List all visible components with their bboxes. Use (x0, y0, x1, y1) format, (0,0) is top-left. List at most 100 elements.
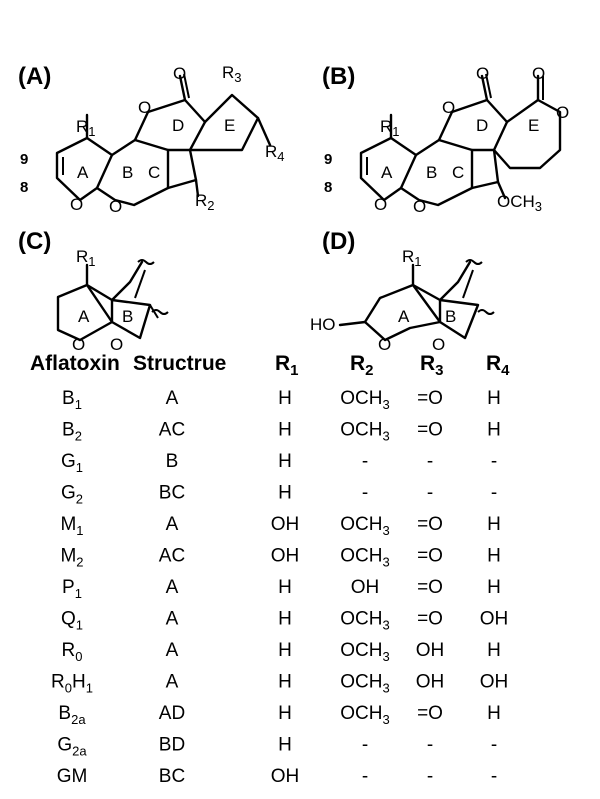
cell-aflatoxin-name: B1 (62, 388, 82, 412)
cell-r4: OH (480, 672, 509, 693)
panel-label-b: (B) (322, 63, 355, 90)
ring-label-e: E (528, 116, 539, 135)
cell-r4: H (487, 640, 501, 661)
cell-aflatoxin-name: R0H1 (51, 672, 93, 696)
cell-r3: - (427, 735, 433, 756)
cell-structure: A (166, 609, 179, 630)
bond-to-ring-c (110, 260, 144, 302)
cell-aflatoxin-name: M1 (60, 514, 83, 538)
carbonyl-bond (480, 74, 489, 102)
cell-r1: H (278, 388, 292, 409)
ring-label-a: A (78, 307, 90, 326)
cell-aflatoxin-name: B2 (62, 420, 82, 444)
oxygen-label: O (109, 197, 122, 216)
cell-r3: OH (416, 640, 445, 661)
oxygen-label: O (70, 195, 83, 214)
bond-to-ring-c (438, 260, 472, 302)
cell-r1: OH (271, 766, 300, 787)
oxygen-label: O (432, 335, 445, 354)
oxygen-label: O (532, 64, 545, 83)
cell-structure: BC (159, 766, 185, 787)
ring-c-right (470, 148, 500, 190)
oxygen-label: O (413, 197, 426, 216)
header-r2: R2 (350, 352, 374, 379)
cell-r1: H (278, 451, 292, 472)
header-r4: R4 (486, 352, 510, 379)
cell-r2: OCH3 (340, 640, 389, 664)
cell-r3: - (427, 766, 433, 787)
panel-label-d: (D) (322, 228, 355, 255)
r2-label: R2 (195, 191, 215, 213)
ring-label-c: C (148, 163, 160, 182)
cell-r1: H (278, 703, 292, 724)
oxygen-label: O (442, 98, 455, 117)
ring-b-bonds (411, 283, 480, 340)
cell-r3: - (427, 483, 433, 504)
cell-r4: H (487, 388, 501, 409)
cell-r2: - (362, 483, 368, 504)
r1-label: R1 (76, 117, 96, 139)
ring-label-a: A (398, 307, 410, 326)
cell-r2: OCH3 (340, 609, 389, 633)
cell-r1: H (278, 735, 292, 756)
cell-r4: H (487, 577, 501, 598)
ring-label-b: B (122, 163, 133, 182)
cell-r3: =O (417, 609, 443, 630)
cell-r3: =O (417, 388, 443, 409)
header-r1: R1 (275, 352, 299, 379)
cell-r1: H (278, 672, 292, 693)
header-aflatoxin: Aflatoxin (30, 352, 120, 375)
cell-r2: OCH3 (340, 703, 389, 727)
header-structure: Structrue (133, 352, 226, 375)
cell-r3: =O (417, 546, 443, 567)
hydroxyl-label: HO (310, 315, 336, 334)
cell-r1: H (278, 483, 292, 504)
wavy-bond (465, 259, 483, 265)
cell-r2: OH (351, 577, 380, 598)
cell-r1: OH (271, 514, 300, 535)
methoxy-label: OCH3 (497, 192, 542, 214)
exocyclic-double (462, 269, 474, 299)
cell-r4: - (491, 766, 497, 787)
ring-label-a: A (381, 163, 393, 182)
cell-r1: H (278, 640, 292, 661)
cell-structure: A (166, 388, 179, 409)
oxygen-label: O (138, 98, 151, 117)
bond-r2 (194, 178, 200, 198)
carbonyl-double (485, 73, 492, 99)
oxygen-label: O (173, 64, 186, 83)
cell-r2: - (362, 735, 368, 756)
cell-r4: - (491, 735, 497, 756)
ring-b-bonds (85, 283, 152, 340)
cell-aflatoxin-name: Q1 (61, 609, 83, 633)
cell-structure: BD (159, 735, 185, 756)
ring-label-d: D (476, 116, 488, 135)
structure-d: (D) HO O O R1 A B (310, 228, 495, 354)
cell-r1: H (278, 420, 292, 441)
header-r3: R3 (420, 352, 444, 379)
cell-r3: =O (417, 703, 443, 724)
ring-label-b: B (426, 163, 437, 182)
cell-aflatoxin-name: M2 (60, 546, 83, 570)
r1-label: R1 (76, 247, 96, 269)
r3-label: R3 (222, 63, 242, 85)
wavy-bond (477, 309, 495, 315)
oxygen-label: O (556, 103, 569, 122)
cell-aflatoxin-name: B2a (58, 703, 86, 727)
cell-r2: OCH3 (340, 514, 389, 538)
cell-r1: OH (271, 546, 300, 567)
cell-r4: - (491, 483, 497, 504)
bond-hydroxyl (338, 320, 367, 327)
ring-a-bonds (56, 283, 114, 342)
cell-structure: A (166, 640, 179, 661)
position-9-label: 9 (20, 151, 28, 168)
